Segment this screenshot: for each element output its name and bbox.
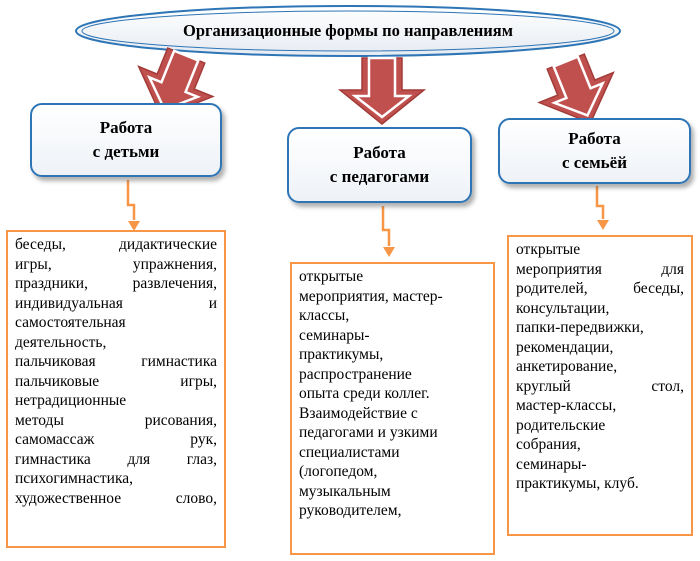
content-line: классы, [299,307,350,325]
content-line: игры, упражнения, [15,255,217,273]
content-line: папки-передвижки, [516,319,644,337]
content-line: праздники, развлечения, [15,275,217,293]
title-ellipse-shape [75,5,621,57]
content-line: самомассаж рук, [15,431,217,449]
header-children-line2: с детьми [92,142,160,161]
content-line: педагогами и узкими [299,424,438,442]
arrow-to-teachers [337,56,427,125]
content-line: самостоятельная [15,314,126,332]
content-line: мероприятия, мастер- [299,287,443,305]
content-line: практикумы, [299,346,384,364]
content-line: распространение [299,365,412,383]
header-teachers-line1: Работа [353,143,406,163]
content-line: рекомендации, [516,338,614,356]
content-line: индивидуальная и [15,294,217,312]
content-line: руководителем, [299,502,402,520]
content-line: деятельность, [15,333,107,351]
content-line: консультации, [516,299,610,317]
header-family: Работа с семьёй [498,118,691,184]
content-line: беседы, дидактические [15,236,217,253]
title-ellipse-inner-outline [81,10,615,52]
content-line: методы рисования, [15,411,217,429]
content-line: родительские [516,416,606,434]
content-line: пальчиковая гимнастика [15,353,217,371]
arrow-to-family [537,53,615,124]
header-teachers: Работа с педагогами [287,127,472,203]
content-line: (логопедом, [299,463,378,481]
content-line: семинары- [516,455,587,473]
content-line: открытые [299,268,364,285]
content-teachers: открытые мероприятия, мастер-классы,семин… [290,262,495,555]
content-line: круглый стол, [516,377,684,395]
content-children: беседы, дидактические игры, упражнения, пр… [6,230,226,548]
content-line: анкетирование, [516,358,618,376]
header-children: Работа с детьми [30,103,222,177]
content-line: нетрадиционные [15,392,127,410]
connector-teachers [381,206,395,257]
connector-children [126,180,140,231]
content-line: художественное слово, [15,489,217,507]
content-line: психогимнастика, [15,470,134,488]
content-line: Взаимодействие с [299,404,418,422]
header-family-line2: с семьёй [561,153,627,172]
content-line: семинары- [299,326,370,344]
content-line: собрания, [516,436,581,454]
content-line: практикумы, клуб. [516,475,639,493]
content-line: открытые [516,241,581,258]
diagram-title: Организационные формы по направлениям [183,21,513,40]
header-children-line1: Работа [99,118,153,138]
content-family: открытые мероприятия для родителей, беседы… [507,235,693,536]
content-line: опыта среди коллег. [299,385,430,403]
content-line: пальчиковые игры, [15,372,217,390]
content-line: гимнастика для глаз, [15,450,217,468]
content-line: мероприятия для [516,260,684,278]
content-line: родителей, беседы, [516,280,684,298]
content-line: музыкальным [299,482,391,500]
header-family-line1: Работа [568,129,621,149]
connector-family [595,186,609,230]
content-line: специалистами [299,443,400,461]
header-teachers-line2: с педагогами [329,167,430,186]
content-line: мастер-классы, [516,397,617,415]
